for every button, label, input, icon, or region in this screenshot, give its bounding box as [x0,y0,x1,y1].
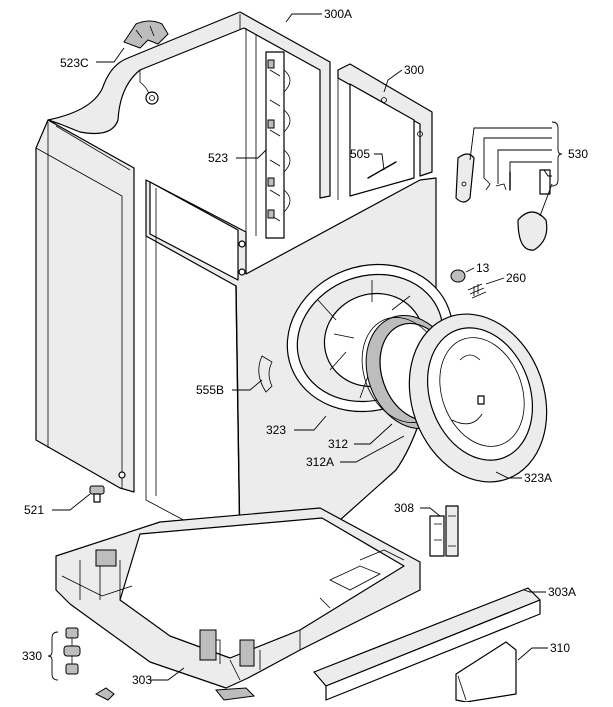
handle-kit-530 [455,153,551,251]
hinge-308 [429,505,459,557]
bottom-clip [94,687,256,701]
base-frame-303 [55,507,421,689]
label-310: 310 [550,641,570,655]
door-323a [408,313,548,483]
control-panel-303a [313,587,541,701]
label-521: 521 [24,503,44,517]
label-330: 330 [22,649,42,663]
left-side-panel [35,119,135,493]
label-13: 13 [476,261,490,275]
label-555b: 555B [196,383,224,397]
label-312: 312 [328,437,348,451]
part-labels: 300A 300 523C 523 505 530 13 260 555B 32… [22,7,588,687]
label-303a: 303A [548,585,576,599]
spring-parts [450,269,487,299]
clip-523c [123,20,169,49]
screw-521 [89,485,105,503]
label-260: 260 [506,271,526,285]
label-323: 323 [266,423,286,437]
label-300: 300 [404,63,424,77]
rear-frame-300a [47,11,331,239]
label-303: 303 [132,673,152,687]
leader-lines [47,13,563,681]
right-side-panel-300 [337,63,433,200]
label-523c: 523C [60,56,89,70]
feet-330 [63,627,81,675]
label-308: 308 [394,501,414,515]
cover-310 [455,641,517,703]
label-523: 523 [208,151,228,165]
label-323a: 323A [524,471,552,485]
label-300a: 300A [324,7,352,21]
label-530: 530 [568,147,588,161]
label-312a: 312A [306,455,334,469]
label-505: 505 [350,147,370,161]
